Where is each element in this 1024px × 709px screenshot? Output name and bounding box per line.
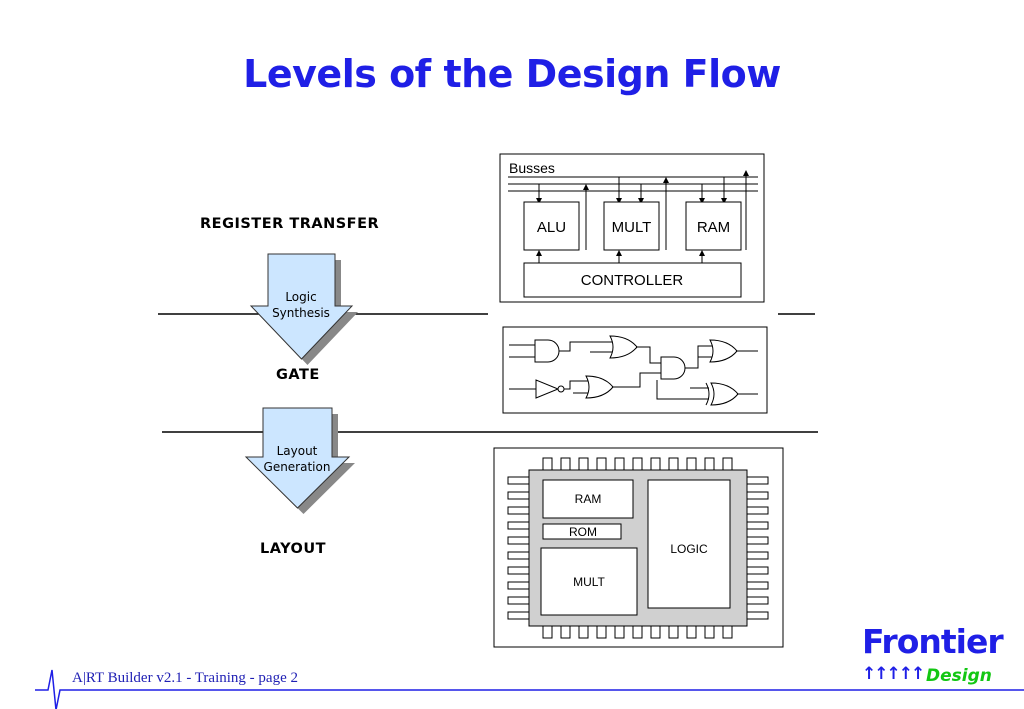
alu-block [523,201,580,251]
controller-block [523,262,742,298]
level-label-gate: GATE [276,367,320,383]
footer-text: A|RT Builder v2.1 - Training - page 2 [72,670,298,686]
ram-block [685,201,742,251]
block-label: MULT [612,219,652,236]
arrow-label-line-2: Generation [264,460,331,474]
footer-pulse-line [35,669,1024,709]
level-label-layout: LAYOUT [260,541,327,557]
logo-arrows-icon: ↑↑↑↑↑ [862,664,925,684]
arrow-label-line-1: Layout [277,444,318,458]
layout-rom-label: ROM [569,525,597,539]
busses-label: Busses [509,160,555,176]
layout-logic-label: LOGIC [670,542,708,556]
mult-block [603,201,660,251]
gate-diagram [502,326,768,414]
slide-title: Levels of the Design Flow [243,52,781,96]
arrow-label-line-1: Logic [285,290,316,304]
block-label: RAM [697,219,730,236]
controller-label: CONTROLLER [581,272,684,289]
level-label-register-transfer: REGISTER TRANSFER [200,216,380,232]
logic-synthesis-arrow: Logic Synthesis [249,253,358,365]
layout-mult-label: MULT [573,575,605,589]
layout-diagram: RAM ROM MULT LOGIC [493,447,784,648]
block-label: ALU [537,219,566,236]
layout-generation-arrow: Layout Generation [244,407,355,514]
arrow-label-line-2: Synthesis [272,306,330,320]
layout-ram-label: RAM [575,492,602,506]
logo-frontier: Frontier [862,622,1004,661]
rtl-diagram: Busses ALU MULT RAM CONTROLLER [499,153,765,303]
logo-design: Design [926,666,992,686]
